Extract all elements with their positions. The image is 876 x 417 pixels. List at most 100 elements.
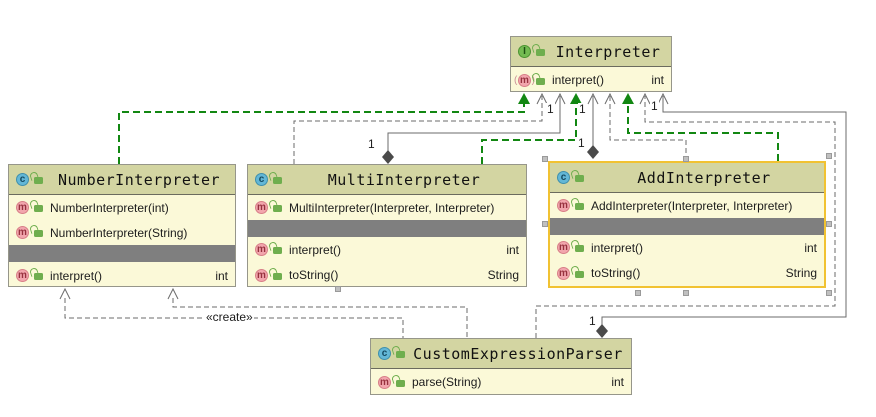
realization-arrowhead-icon <box>518 93 530 104</box>
class-icon: c <box>378 347 391 360</box>
aggregation-diamond-icon <box>382 150 394 164</box>
section-separator <box>9 245 235 262</box>
constructor-label: NumberInterpreter(int) <box>50 200 169 215</box>
multiplicity-label: 1 <box>578 102 587 116</box>
method-return-type: int <box>804 240 817 255</box>
method-icon: m <box>255 268 268 282</box>
class-box-numberinterpreter[interactable]: c NumberInterpreter m NumberInterpreter(… <box>8 164 236 287</box>
member-row[interactable]: m NumberInterpreter(String) <box>9 220 235 245</box>
method-label: interpret() <box>50 268 103 283</box>
member-row[interactable]: m interpret() int <box>550 235 824 260</box>
edge-multiinterpreter-implements-interpreter[interactable] <box>481 103 577 164</box>
class-icon: c <box>255 173 268 186</box>
member-row[interactable]: m MultiInterpreter(Interpreter, Interpre… <box>248 195 526 220</box>
method-return-type: int <box>506 242 519 257</box>
edge-multiinterpreter-dependency-interpreter[interactable] <box>293 96 543 164</box>
constructor-label: NumberInterpreter(String) <box>50 225 188 240</box>
edge-customexpressionparser-dependency-interpreter[interactable] <box>535 96 836 338</box>
class-box-customexpressionparser[interactable]: c CustomExpressionParser m parse(String)… <box>370 338 632 395</box>
class-box-interpreter[interactable]: I Interpreter m interpret() int <box>510 36 672 92</box>
constructor-label: AddInterpreter(Interpreter, Interpreter) <box>591 198 793 213</box>
selection-handle[interactable] <box>826 290 832 296</box>
open-arrowhead-icon <box>587 92 599 105</box>
method-icon: m <box>16 269 29 282</box>
public-visibility-icon <box>34 230 43 237</box>
public-visibility-icon <box>273 177 282 184</box>
edge-addinterpreter-dependency-interpreter[interactable] <box>609 96 687 161</box>
create-stereotype-label: «create» <box>205 310 254 324</box>
class-header-numberinterpreter[interactable]: c NumberInterpreter <box>9 165 235 195</box>
member-row[interactable]: m interpret() int <box>511 67 671 93</box>
member-row[interactable]: m interpret() int <box>9 262 235 289</box>
class-name: MultiInterpreter <box>327 170 481 189</box>
member-row[interactable]: m toString() String <box>550 260 824 286</box>
open-arrowhead-icon <box>657 92 669 105</box>
class-header-addinterpreter[interactable]: c AddInterpreter <box>550 163 824 193</box>
public-visibility-icon <box>34 205 43 212</box>
multiplicity-label: 1 <box>650 99 659 113</box>
selection-handle[interactable] <box>542 221 548 227</box>
class-header-customexpressionparser[interactable]: c CustomExpressionParser <box>371 339 631 369</box>
class-icon: c <box>557 171 570 184</box>
selection-handle[interactable] <box>826 153 832 159</box>
member-row[interactable]: m NumberInterpreter(int) <box>9 195 235 220</box>
member-row[interactable]: m parse(String) int <box>371 369 631 395</box>
class-box-multiinterpreter[interactable]: c MultiInterpreter m MultiInterpreter(In… <box>247 164 527 287</box>
public-visibility-icon <box>273 247 282 254</box>
public-visibility-icon <box>273 205 282 212</box>
method-return-type: String <box>487 268 519 282</box>
public-visibility-icon <box>396 379 405 387</box>
selection-handle[interactable] <box>683 156 689 162</box>
edge-addinterpreter-implements-interpreter[interactable] <box>627 103 779 161</box>
public-visibility-icon <box>536 77 545 85</box>
realization-arrowhead-icon <box>570 93 582 104</box>
member-row[interactable]: m interpret() int <box>248 237 526 262</box>
selection-handle[interactable] <box>683 290 689 296</box>
class-header-multiinterpreter[interactable]: c MultiInterpreter <box>248 165 526 195</box>
edge-customexpressionparser-creates-numberinterpreter[interactable] <box>172 298 468 338</box>
method-label: interpret() <box>591 240 644 255</box>
method-icon: m <box>255 243 268 256</box>
method-icon: m <box>16 201 29 214</box>
class-name: AddInterpreter <box>637 168 771 187</box>
class-box-addinterpreter[interactable]: c AddInterpreter m AddInterpreter(Interp… <box>548 161 826 288</box>
method-return-type: int <box>651 73 664 87</box>
method-icon: m <box>557 199 570 212</box>
abstract-method-icon: m <box>514 73 535 87</box>
method-label: interpret() <box>289 242 342 257</box>
open-arrowhead-icon <box>639 92 651 105</box>
multiplicity-label: 1 <box>546 102 555 116</box>
method-label: interpret() <box>552 73 605 87</box>
method-return-type: String <box>785 266 817 280</box>
method-icon: m <box>378 375 391 389</box>
multiplicity-label: 1 <box>577 136 586 150</box>
method-label: toString() <box>289 268 339 282</box>
open-arrowhead-icon <box>167 287 179 300</box>
multiplicity-label: 1 <box>367 137 376 151</box>
member-row[interactable]: m AddInterpreter(Interpreter, Interprete… <box>550 193 824 218</box>
public-visibility-icon <box>575 245 584 252</box>
class-header-interpreter[interactable]: I Interpreter <box>511 37 671 67</box>
section-separator <box>248 220 526 237</box>
selection-handle[interactable] <box>635 290 641 296</box>
edge-bend-handle[interactable] <box>335 286 341 292</box>
public-visibility-icon <box>575 270 584 278</box>
method-icon: m <box>255 201 268 214</box>
aggregation-diamond-icon <box>596 324 608 338</box>
edge-customexpressionparser-aggregates-interpreter[interactable] <box>601 96 847 325</box>
edge-numberinterpreter-implements-interpreter[interactable] <box>118 103 525 164</box>
method-icon: m <box>557 241 570 254</box>
realization-arrowhead-icon <box>622 93 634 104</box>
class-name: Interpreter <box>555 42 661 61</box>
method-return-type: int <box>611 375 624 389</box>
public-visibility-icon <box>575 203 584 210</box>
public-visibility-icon <box>273 272 282 280</box>
selection-handle[interactable] <box>542 156 548 162</box>
selection-handle[interactable] <box>826 221 832 227</box>
edge-multiinterpreter-aggregates-interpreter[interactable] <box>387 96 561 151</box>
public-visibility-icon <box>575 175 584 182</box>
member-row[interactable]: m toString() String <box>248 262 526 288</box>
aggregation-diamond-icon <box>587 145 599 159</box>
